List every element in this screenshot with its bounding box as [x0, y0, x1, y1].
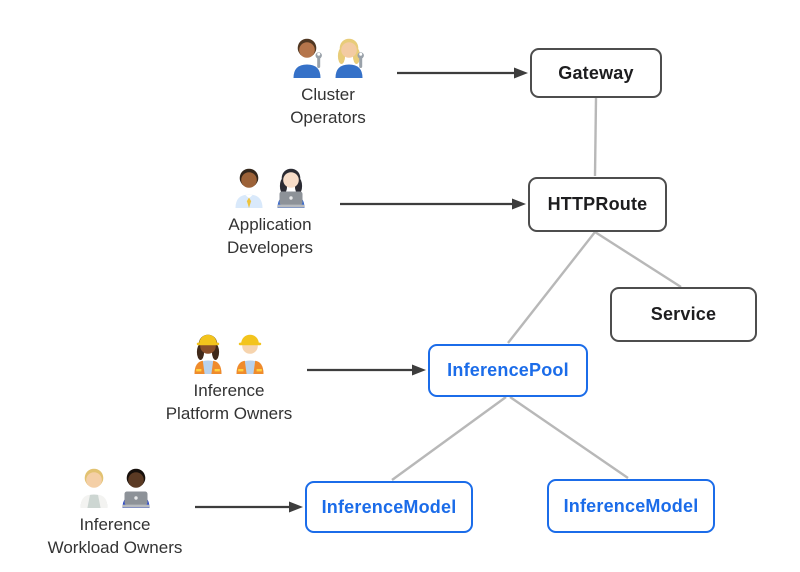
label-line: Cluster	[301, 85, 355, 104]
node-gateway: Gateway	[530, 48, 662, 98]
edge-inferencepool-inferencemodel-left	[391, 396, 507, 481]
node-service: Service	[610, 287, 757, 342]
persona-application-developers: Application Developers	[175, 166, 365, 259]
node-inferencemodel-left-label: InferenceModel	[321, 496, 457, 517]
node-inferencemodel-left: InferenceModel	[305, 481, 473, 533]
label-line: Platform Owners	[165, 404, 293, 423]
node-inferencemodel-right: InferenceModel	[547, 479, 715, 533]
inference-workload-owners-label: Inference Workload Owners	[48, 513, 183, 559]
inference-platform-owners-icons	[190, 332, 268, 374]
label-line: Operators	[290, 108, 366, 127]
edge-httproute-service	[594, 230, 682, 289]
woman-technologist-icon	[273, 166, 309, 208]
node-inferencemodel-right-label: InferenceModel	[563, 495, 699, 516]
persona-cluster-operators: Cluster Operators	[233, 36, 423, 129]
arrowhead-inference-platform-owners-inferencepool	[412, 364, 426, 376]
health-worker-icon	[76, 466, 112, 508]
label-line: Application	[228, 215, 312, 234]
woman-construction-worker-icon	[190, 332, 226, 374]
man-mechanic-icon	[289, 36, 325, 78]
cluster-operators-label: Cluster Operators	[290, 83, 366, 129]
cluster-operators-icons	[289, 36, 367, 78]
arrowhead-inference-workload-owners-inferencemodel-left	[289, 501, 303, 513]
application-developers-label: Application Developers	[227, 213, 313, 259]
edge-httproute-inferencepool	[507, 231, 596, 344]
label-line: Workload Owners	[47, 538, 183, 557]
node-gateway-label: Gateway	[558, 62, 634, 83]
arrowhead-application-developers-httproute	[512, 198, 526, 210]
arrowhead-cluster-operators-gateway	[514, 67, 528, 79]
woman-mechanic-icon	[331, 36, 367, 78]
label-line: Developers	[227, 238, 313, 257]
label-line: Inference	[79, 515, 151, 534]
inference-platform-owners-label: Inference Platform Owners	[166, 379, 293, 425]
persona-inference-platform-owners: Inference Platform Owners	[134, 332, 324, 425]
label-line: Inference	[193, 381, 265, 400]
edge-gateway-httproute	[593, 97, 598, 177]
node-httproute: HTTPRoute	[528, 177, 667, 232]
man-office-worker-icon	[231, 166, 267, 208]
node-httproute-label: HTTPRoute	[547, 194, 648, 214]
man-construction-worker-icon	[232, 332, 268, 374]
inference-workload-owners-icons	[76, 466, 154, 508]
edge-inferencepool-inferencemodel-right	[509, 396, 629, 479]
node-service-label: Service	[650, 304, 717, 324]
application-developers-icons	[231, 166, 309, 208]
persona-inference-workload-owners: Inference Workload Owners	[20, 466, 210, 559]
node-inferencepool: InferencePool	[428, 344, 588, 397]
node-inferencepool-label: InferencePool	[447, 360, 569, 380]
man-technologist-icon	[118, 466, 154, 508]
